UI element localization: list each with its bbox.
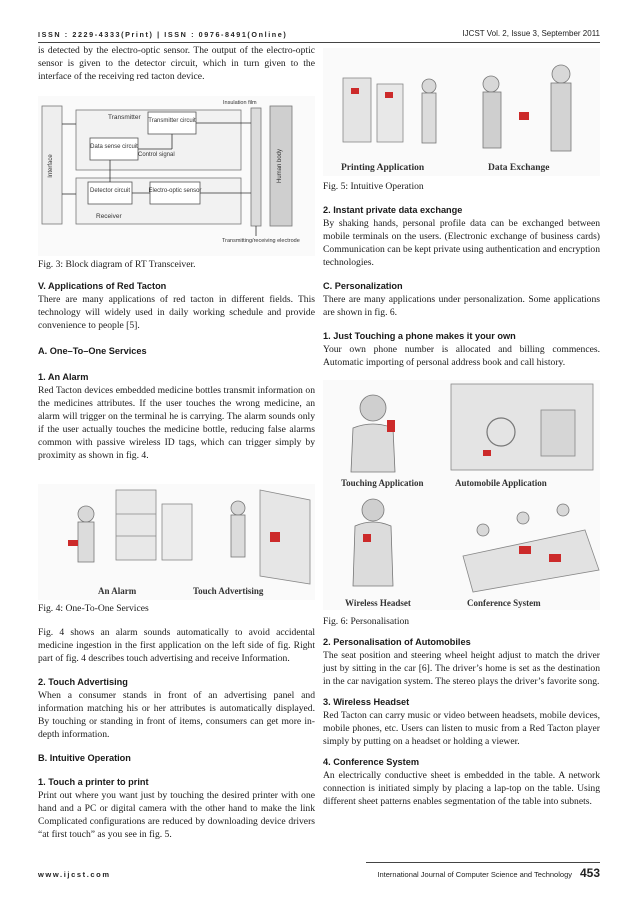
- label-detector: Detector circuit: [90, 188, 130, 194]
- alarm-terminal: [68, 540, 78, 546]
- human-body-block: [269, 105, 293, 227]
- secC-heading: C. Personalization: [323, 281, 403, 291]
- fig4-text: Fig. 4 shows an alarm sounds automatical…: [38, 627, 315, 664]
- b1-text: Print out where you want just by touchin…: [38, 790, 315, 840]
- fig6-label-headset: Wireless Headset: [345, 598, 411, 608]
- fig4-label-alarm: An Alarm: [98, 586, 137, 596]
- label-transmitter: Transmitter: [108, 114, 141, 121]
- headset-tag: [363, 534, 371, 542]
- label-interface: Interface: [48, 154, 54, 178]
- label-eo-sensor: Electro-optic sensor: [148, 188, 201, 194]
- footer-journal-name: International Journal of Computer Scienc…: [377, 870, 572, 879]
- left-intro: is detected by the electro-optic sensor.…: [38, 44, 315, 83]
- left-body-2: Fig. 4: One-To-One Services Fig. 4 shows…: [38, 602, 315, 841]
- c3-heading: 3. Wireless Headset: [323, 697, 410, 707]
- phone-tag: [387, 420, 395, 432]
- fig5-caption: Fig. 5: Intuitive Operation: [323, 181, 424, 192]
- c3-text: Red Tacton can carry music or video betw…: [323, 710, 600, 747]
- fig6-caption: Fig. 6: Personalisation: [323, 616, 410, 627]
- sec5-text: There are many applications of red tacto…: [38, 294, 315, 331]
- fig5-illustration: Printing Application Data Exchange: [323, 48, 600, 176]
- c2-heading: 2. Personalisation of Automobiles: [323, 637, 471, 647]
- header-journal-issue: IJCST Vol. 2, Issue 3, September 2011: [462, 29, 600, 38]
- fig5-label-data-exchange: Data Exchange: [488, 163, 550, 173]
- label-electrode: Transmitting/receiving electrode: [222, 238, 300, 244]
- label-receiver: Receiver: [96, 213, 122, 220]
- b2-text: By shaking hands, personal profile data …: [323, 218, 600, 268]
- fig5-label-printing: Printing Application: [341, 163, 425, 173]
- page-number: 453: [579, 866, 600, 880]
- header-issn: ISSN : 2229-4333(Print) | ISSN : 0976-84…: [38, 30, 288, 39]
- header-rule: [38, 42, 600, 43]
- left-body: Fig. 3: Block diagram of RT Transceiver.…: [38, 258, 315, 462]
- fig6-label-conference: Conference System: [467, 598, 541, 608]
- fig4-label-touch-ad: Touch Advertising: [193, 586, 264, 596]
- handshake-terminal: [519, 112, 529, 120]
- c4-heading: 4. Conference System: [323, 757, 419, 767]
- fig3-caption: Fig. 3: Block diagram of RT Transceiver.: [38, 259, 196, 270]
- footer-website: www.ijcst.com: [38, 870, 111, 879]
- label-transmitter-circuit: Transmitter circuit: [148, 118, 196, 124]
- c4-text: An electrically conductive sheet is embe…: [323, 770, 600, 807]
- sec5-heading: V. Applications of Red Tacton: [38, 281, 167, 291]
- fig4-caption: Fig. 4: One-To-One Services: [38, 603, 149, 614]
- s2-text: When a consumer stands in front of an ad…: [38, 690, 315, 740]
- secC-text: There are many applications under person…: [323, 294, 600, 318]
- interface-block: [41, 105, 63, 225]
- label-control-signal: Control signal: [138, 152, 175, 158]
- fig6-illustration: Touching Application Automobile Applicat…: [323, 380, 600, 610]
- intro-paragraph: is detected by the electro-optic sensor.…: [38, 45, 315, 82]
- right-body: Fig. 5: Intuitive Operation 2. Instant p…: [323, 180, 600, 369]
- ad-panel-tag: [270, 532, 280, 542]
- c1-heading: 1. Just Touching a phone makes it your o…: [323, 331, 516, 341]
- label-human-body: Human body: [277, 149, 283, 183]
- c1-text: Your own phone number is allocated and b…: [323, 344, 600, 368]
- s2-heading: 2. Touch Advertising: [38, 677, 128, 687]
- b1-heading: 1. Touch a printer to print: [38, 777, 149, 787]
- fig6-label-automobile: Automobile Application: [455, 478, 547, 488]
- c2-text: The seat position and steering wheel hei…: [323, 650, 600, 687]
- s1-heading: 1. An Alarm: [38, 372, 89, 382]
- right-body-2: Fig. 6: Personalisation 2. Personalisati…: [323, 615, 600, 808]
- footer-rule: [366, 862, 600, 863]
- b2-heading: 2. Instant private data exchange: [323, 205, 463, 215]
- secA-heading: A. One–To–One Services: [38, 346, 147, 356]
- fig4-illustration: An Alarm Touch Advertising: [38, 484, 315, 600]
- secB-heading: B. Intuitive Operation: [38, 753, 131, 763]
- s1-text: Red Tacton devices embedded medicine bot…: [38, 385, 315, 461]
- fig6-label-touching: Touching Application: [341, 478, 423, 488]
- fig3-block-diagram: Interface Transmitter Transmitter circui…: [38, 96, 315, 256]
- label-insulation: Insulation film: [223, 100, 257, 106]
- label-data-sense: Data sense circuit: [90, 144, 138, 150]
